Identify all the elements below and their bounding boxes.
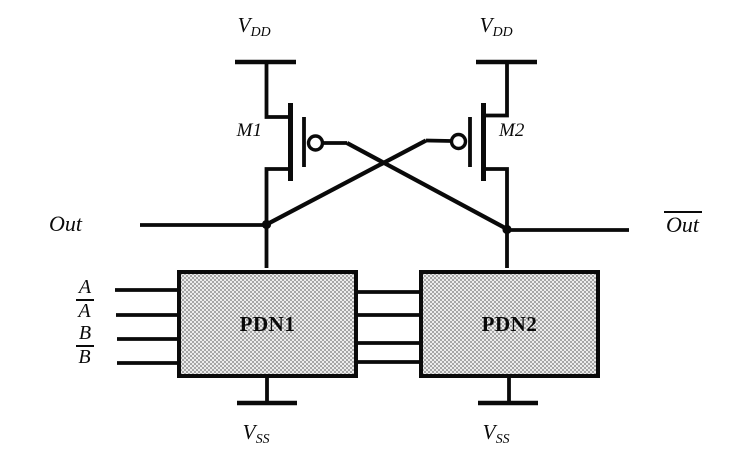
m1-label: M1	[236, 120, 262, 141]
m2-gate-wire	[425, 138, 452, 143]
m2-drain-lead	[486, 167, 509, 268]
m2-source-lead	[486, 60, 509, 118]
pdn1-label: PDN1	[239, 311, 296, 336]
input-label-b: B	[78, 322, 92, 344]
outbar-junction-dot	[502, 224, 512, 235]
input-label-a-bar: A	[68, 299, 102, 322]
m1-inversion-bubble	[306, 134, 325, 152]
outbar-label: Out	[664, 211, 702, 236]
m1-source-lead	[264, 60, 288, 119]
out-label: Out	[49, 211, 82, 236]
pdn2-block: PDN2	[419, 270, 600, 378]
cross-wire-m2gate-to-out	[265, 138, 427, 227]
vdd-label-right: VDD	[479, 13, 513, 39]
m2-label: M2	[499, 120, 525, 141]
cross-wire-m1gate-to-outbar	[346, 141, 508, 231]
input-label-a: A	[78, 276, 92, 298]
vss-label-right: VSS	[482, 420, 510, 446]
input-label-b-bar: B	[68, 345, 102, 368]
out-junction-dot	[261, 219, 272, 230]
pdn2-label: PDN2	[481, 311, 538, 336]
m1-drain-lead	[264, 167, 288, 268]
pdn1-block: PDN1	[177, 270, 358, 378]
vdd-label-left: VDD	[237, 13, 271, 39]
vss-label-left: VSS	[242, 420, 270, 446]
m2-inversion-bubble	[449, 132, 468, 151]
